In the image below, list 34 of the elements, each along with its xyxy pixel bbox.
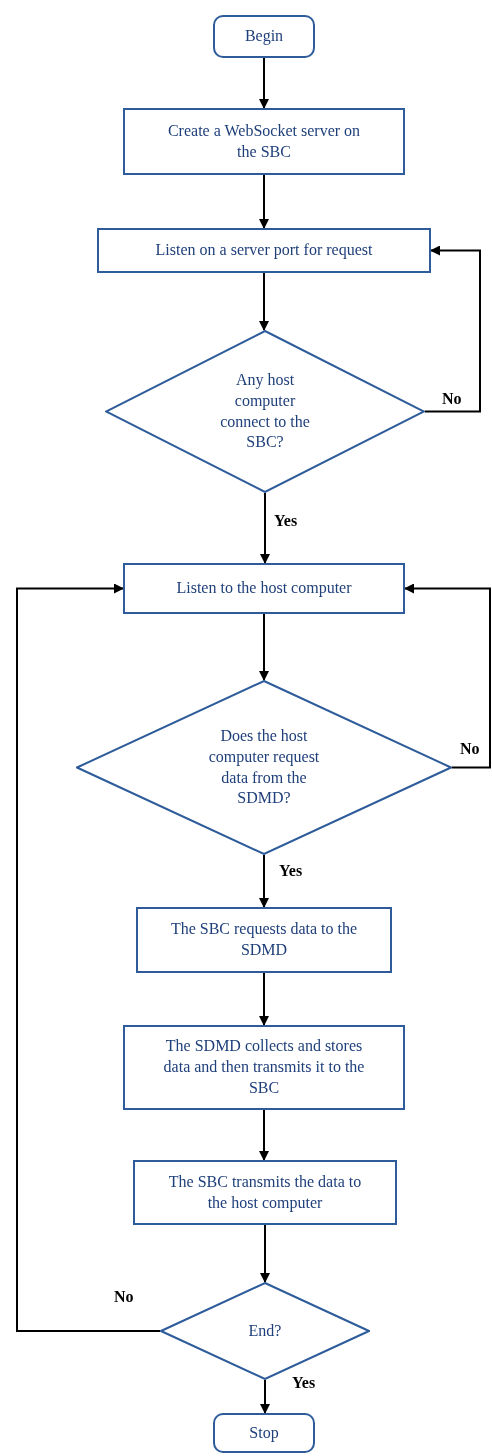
arrow (259, 57, 269, 109)
terminal-box (213, 15, 315, 58)
node-text: Stop (248, 1422, 280, 1444)
arrow (16, 583, 161, 1332)
arrow (260, 1224, 270, 1283)
arrow (260, 1379, 270, 1414)
process-box (123, 563, 405, 614)
node-text: Any host computer connect to the SBC? (219, 369, 311, 453)
decision-diamond (105, 330, 425, 493)
arrow (404, 583, 491, 769)
decision-diamond (76, 680, 452, 855)
arrow (260, 492, 270, 564)
node-text: Listen to the host computer (175, 578, 353, 599)
node-text: The SBC requests data to the SDMD (169, 919, 359, 960)
node-text: Create a WebSocket server on the SBC (166, 120, 362, 162)
arrow (424, 245, 481, 413)
node-text: End? (247, 1320, 283, 1341)
node-text: Begin (243, 26, 285, 47)
terminal-box (213, 1413, 315, 1453)
arrow (259, 174, 269, 229)
process-box (123, 1025, 405, 1110)
arrow (259, 272, 269, 331)
node-text: The SDMD collects and stores data and then transmits it to the SBC (162, 1036, 366, 1098)
process-box (133, 1160, 397, 1225)
process-box (136, 907, 392, 973)
process-box (97, 228, 431, 273)
arrow (259, 854, 269, 908)
node-text: Does the host computer request data from the SDMD? (207, 725, 321, 809)
node-text: The SBC transmits the data to the host computer (167, 1171, 363, 1214)
process-box (123, 108, 405, 175)
arrow (259, 972, 269, 1026)
arrow (259, 613, 269, 681)
arrow (259, 1109, 269, 1161)
node-text: Listen on a server port for request (154, 240, 374, 261)
